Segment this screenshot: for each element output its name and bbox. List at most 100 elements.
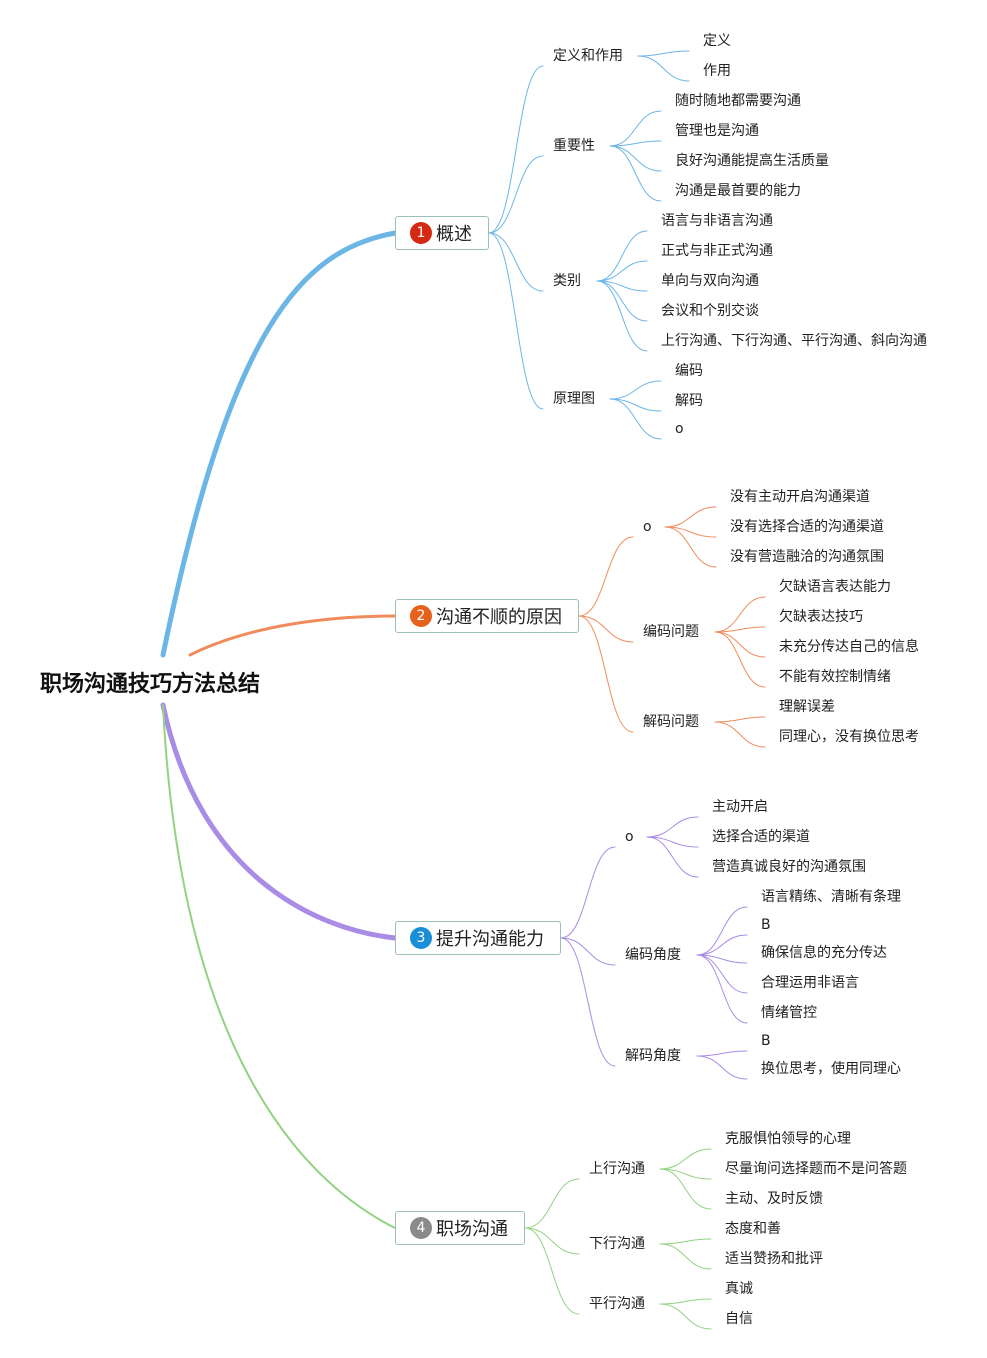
priority-number-icon: 4 xyxy=(410,1217,432,1239)
leaf-topic[interactable]: 尽量询问选择题而不是问答题 xyxy=(725,1161,907,1177)
leaf-line xyxy=(596,230,648,282)
subtopic[interactable]: 上行沟通 xyxy=(589,1161,645,1177)
branch-label: 概述 xyxy=(436,224,472,245)
leaf-line xyxy=(714,716,766,723)
leaf-topic[interactable]: 解码 xyxy=(675,393,703,409)
leaf-line xyxy=(659,1303,712,1330)
leaf-line xyxy=(696,934,748,956)
leaf-topic[interactable]: 没有营造融洽的沟通氛围 xyxy=(730,549,884,565)
subtopic[interactable]: 定义和作用 xyxy=(553,48,623,64)
leaf-topic[interactable]: 未充分传达自己的信息 xyxy=(779,639,919,655)
subtopic[interactable]: 解码角度 xyxy=(625,1048,681,1064)
sub-branch-line xyxy=(578,615,634,643)
subtopic[interactable]: 编码角度 xyxy=(625,947,681,963)
subtopic[interactable]: 原理图 xyxy=(553,391,595,407)
sub-branch-line xyxy=(560,937,616,966)
subtopic[interactable]: 类别 xyxy=(553,273,581,289)
leaf-line xyxy=(714,596,766,633)
leaf-line xyxy=(696,954,748,994)
leaf-topic[interactable]: 适当赞扬和批评 xyxy=(725,1251,823,1267)
root-topic[interactable]: 职场沟通技巧方法总结 xyxy=(40,672,261,697)
sub-branch-line xyxy=(524,1227,580,1315)
leaf-topic[interactable]: 没有选择合适的沟通渠道 xyxy=(730,519,884,535)
sub-branch-line xyxy=(488,232,544,410)
leaf-line xyxy=(714,721,766,748)
leaf-line xyxy=(609,145,662,202)
leaf-topic[interactable]: 语言与非语言沟通 xyxy=(661,213,773,229)
subtopic[interactable]: 重要性 xyxy=(553,138,595,154)
leaf-topic[interactable]: 单向与双向沟通 xyxy=(661,273,759,289)
subtopic[interactable]: 解码问题 xyxy=(643,714,699,730)
sub-branch-line xyxy=(488,65,544,234)
leaf-topic[interactable]: 欠缺语言表达能力 xyxy=(779,579,891,595)
leaf-line xyxy=(696,1055,748,1080)
leaf-topic[interactable]: o xyxy=(675,421,684,437)
leaf-topic[interactable]: 克服惧怕领导的心理 xyxy=(725,1131,851,1147)
leaf-line xyxy=(664,506,717,528)
leaf-topic[interactable]: 自信 xyxy=(725,1311,753,1327)
leaf-topic[interactable]: 沟通是最首要的能力 xyxy=(675,183,801,199)
priority-number-icon: 3 xyxy=(410,927,432,949)
leaf-line xyxy=(646,836,699,878)
leaf-line xyxy=(659,1243,712,1270)
leaf-topic[interactable]: 欠缺表达技巧 xyxy=(779,609,863,625)
leaf-line xyxy=(596,260,648,282)
priority-number-icon: 2 xyxy=(410,605,432,627)
sub-branch-line xyxy=(524,1178,580,1229)
leaf-line xyxy=(646,816,699,838)
leaf-topic[interactable]: 不能有效控制情绪 xyxy=(779,669,891,685)
main-branch-line xyxy=(188,614,397,657)
branch-label: 职场沟通 xyxy=(436,1219,508,1240)
main-branch-line xyxy=(160,702,398,941)
leaf-line xyxy=(609,140,662,147)
leaf-topic[interactable]: 主动、及时反馈 xyxy=(725,1191,823,1207)
leaf-topic[interactable]: 定义 xyxy=(703,33,731,49)
main-branch-line xyxy=(162,704,396,1229)
leaf-topic[interactable]: 理解误差 xyxy=(779,699,835,715)
sub-branch-line xyxy=(488,155,544,234)
leaf-topic[interactable]: 营造真诚良好的沟通氛围 xyxy=(712,859,866,875)
subtopic[interactable]: 下行沟通 xyxy=(589,1236,645,1252)
leaf-topic[interactable]: 确保信息的充分传达 xyxy=(761,945,887,961)
leaf-topic[interactable]: 管理也是沟通 xyxy=(675,123,759,139)
leaf-line xyxy=(609,145,662,172)
branch-label: 提升沟通能力 xyxy=(436,929,544,950)
leaf-topic[interactable]: 合理运用非语言 xyxy=(761,975,859,991)
leaf-topic[interactable]: 态度和善 xyxy=(725,1221,781,1237)
sub-branch-line xyxy=(560,846,616,939)
leaf-topic[interactable]: B xyxy=(761,1033,771,1049)
subtopic[interactable]: o xyxy=(625,829,634,845)
leaf-line xyxy=(659,1298,712,1305)
leaf-topic[interactable]: 选择合适的渠道 xyxy=(712,829,810,845)
leaf-line xyxy=(637,55,690,82)
subtopic[interactable]: o xyxy=(643,519,652,535)
leaf-topic[interactable]: 上行沟通、下行沟通、平行沟通、斜向沟通 xyxy=(661,333,927,349)
leaf-topic[interactable]: 语言精练、清晰有条理 xyxy=(761,889,901,905)
leaf-line xyxy=(609,398,662,440)
subtopic[interactable]: 平行沟通 xyxy=(589,1296,645,1312)
leaf-topic[interactable]: 良好沟通能提高生活质量 xyxy=(675,153,829,169)
leaf-line xyxy=(696,906,748,956)
leaf-topic[interactable]: 同理心，没有换位思考 xyxy=(779,729,919,745)
leaf-topic[interactable]: 没有主动开启沟通渠道 xyxy=(730,489,870,505)
leaf-topic[interactable]: 真诚 xyxy=(725,1281,753,1297)
leaf-topic[interactable]: 正式与非正式沟通 xyxy=(661,243,773,259)
leaf-line xyxy=(696,1050,748,1057)
leaf-topic[interactable]: 作用 xyxy=(703,63,731,79)
subtopic[interactable]: 编码问题 xyxy=(643,624,699,640)
leaf-topic[interactable]: 主动开启 xyxy=(712,799,768,815)
leaf-topic[interactable]: 会议和个别交谈 xyxy=(661,303,759,319)
leaf-topic[interactable]: 随时随地都需要沟通 xyxy=(675,93,801,109)
leaf-topic[interactable]: 情绪管控 xyxy=(761,1005,817,1021)
leaf-line xyxy=(596,280,648,322)
leaf-line xyxy=(714,626,766,633)
leaf-topic[interactable]: B xyxy=(761,917,771,933)
leaf-topic[interactable]: 编码 xyxy=(675,363,703,379)
leaf-line xyxy=(637,50,690,57)
leaf-line xyxy=(659,1168,712,1210)
leaf-topic[interactable]: 换位思考，使用同理心 xyxy=(761,1061,901,1077)
